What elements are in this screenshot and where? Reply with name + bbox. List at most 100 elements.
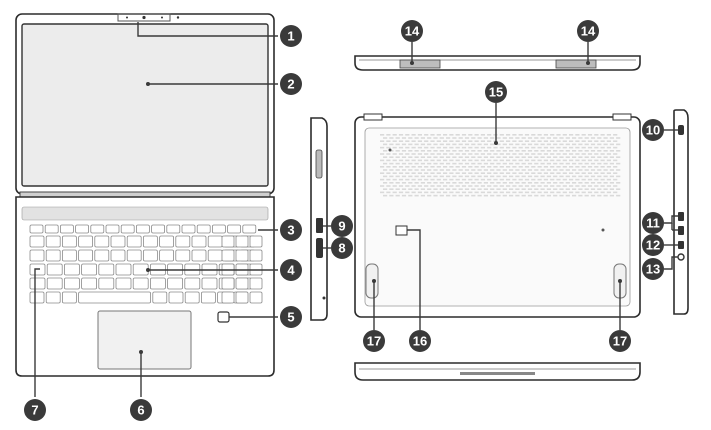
vent-slot	[427, 175, 432, 178]
vent-slot	[449, 146, 454, 149]
vent-slot	[439, 182, 444, 184]
vent-slot	[487, 172, 492, 174]
vent-slot	[613, 172, 618, 174]
vent-slot	[417, 159, 422, 162]
vent-slot	[578, 194, 583, 197]
vent-slot	[540, 169, 545, 171]
vent-slot	[606, 140, 611, 142]
vent-slot	[550, 166, 555, 168]
key	[120, 224, 135, 234]
vent-slot	[506, 172, 511, 174]
numpad-key	[249, 277, 263, 290]
vent-slot	[392, 159, 397, 162]
vent-slot	[584, 143, 589, 146]
display-screen	[21, 23, 269, 187]
key	[196, 224, 211, 234]
vent-slot	[443, 146, 448, 149]
vent-slot	[389, 156, 394, 158]
vent-slot	[609, 169, 614, 171]
vent-slot	[616, 169, 621, 171]
vent-slot	[449, 140, 454, 142]
vent-slot	[446, 182, 451, 184]
vent-slot	[446, 188, 451, 190]
key	[62, 235, 77, 248]
key	[181, 224, 196, 234]
vent-slot	[546, 188, 551, 190]
vent-slot	[405, 140, 410, 142]
vent-slot	[556, 172, 561, 174]
vent-slot	[518, 159, 523, 162]
vent-slot	[411, 159, 416, 162]
vent-slot	[550, 134, 555, 136]
vent-slot	[383, 143, 388, 146]
vent-slot	[480, 140, 485, 142]
vent-slot	[534, 182, 539, 184]
callout-14-right-label: 14	[581, 24, 596, 39]
vent-slot	[603, 188, 608, 190]
vent-slot	[392, 166, 397, 168]
vent-slot	[443, 185, 448, 187]
callout-5-label: 5	[287, 310, 294, 325]
vent-slot	[603, 137, 608, 139]
vent-slot	[562, 153, 567, 155]
vent-slot	[534, 194, 539, 197]
webcam-lens	[142, 15, 146, 20]
vent-slot	[383, 156, 388, 158]
numpad-key	[249, 235, 263, 248]
key	[62, 291, 77, 304]
vent-slot	[578, 188, 583, 190]
vent-slot	[584, 175, 589, 178]
vent-slot	[477, 194, 482, 197]
vent-slot	[509, 150, 514, 152]
vent-slot	[546, 169, 551, 171]
vent-slot	[411, 166, 416, 168]
key	[149, 277, 166, 290]
key	[126, 235, 142, 248]
key	[142, 249, 158, 262]
bottom-vent-grid	[380, 134, 621, 197]
vent-slot	[550, 153, 555, 155]
vent-slot	[430, 166, 435, 168]
key	[110, 235, 126, 248]
vent-slot	[524, 185, 530, 187]
vent-slot	[490, 182, 495, 184]
numpad-key	[249, 249, 263, 262]
vent-slot	[531, 172, 536, 174]
touchpad	[97, 310, 192, 370]
vent-slot	[455, 146, 460, 149]
vent-slot	[417, 140, 422, 142]
vent-slot	[493, 191, 498, 194]
vent-slot	[389, 162, 394, 165]
vent-slot	[487, 159, 492, 162]
vent-slot	[531, 153, 536, 155]
vent-slot	[499, 153, 504, 155]
vent-slot	[584, 162, 589, 165]
vent-slot	[590, 194, 596, 197]
vent-slot	[613, 140, 618, 142]
vent-slot	[417, 153, 422, 155]
vent-slot	[603, 143, 608, 146]
vent-slot	[606, 146, 611, 149]
vent-slot	[559, 182, 564, 184]
callout-11-label: 11	[646, 216, 660, 231]
vent-slot	[401, 156, 407, 158]
vent-slot	[515, 175, 520, 178]
vent-slot	[594, 159, 599, 162]
vent-slot	[430, 134, 435, 136]
vent-slot	[449, 191, 454, 194]
vent-slot	[540, 182, 545, 184]
numpad-key	[221, 277, 235, 290]
vent-slot	[512, 166, 517, 168]
vent-slot	[581, 166, 586, 168]
leader-17a-dot	[372, 279, 376, 283]
vent-slot	[471, 143, 476, 146]
vent-slot	[408, 150, 413, 152]
vent-slot	[502, 143, 507, 146]
vent-slot	[543, 185, 548, 187]
vent-slot	[575, 140, 580, 142]
vent-slot	[395, 143, 400, 146]
side-indicator	[322, 296, 326, 300]
vent-slot	[490, 137, 495, 139]
vent-slot	[587, 172, 593, 174]
vent-slot	[606, 191, 611, 194]
